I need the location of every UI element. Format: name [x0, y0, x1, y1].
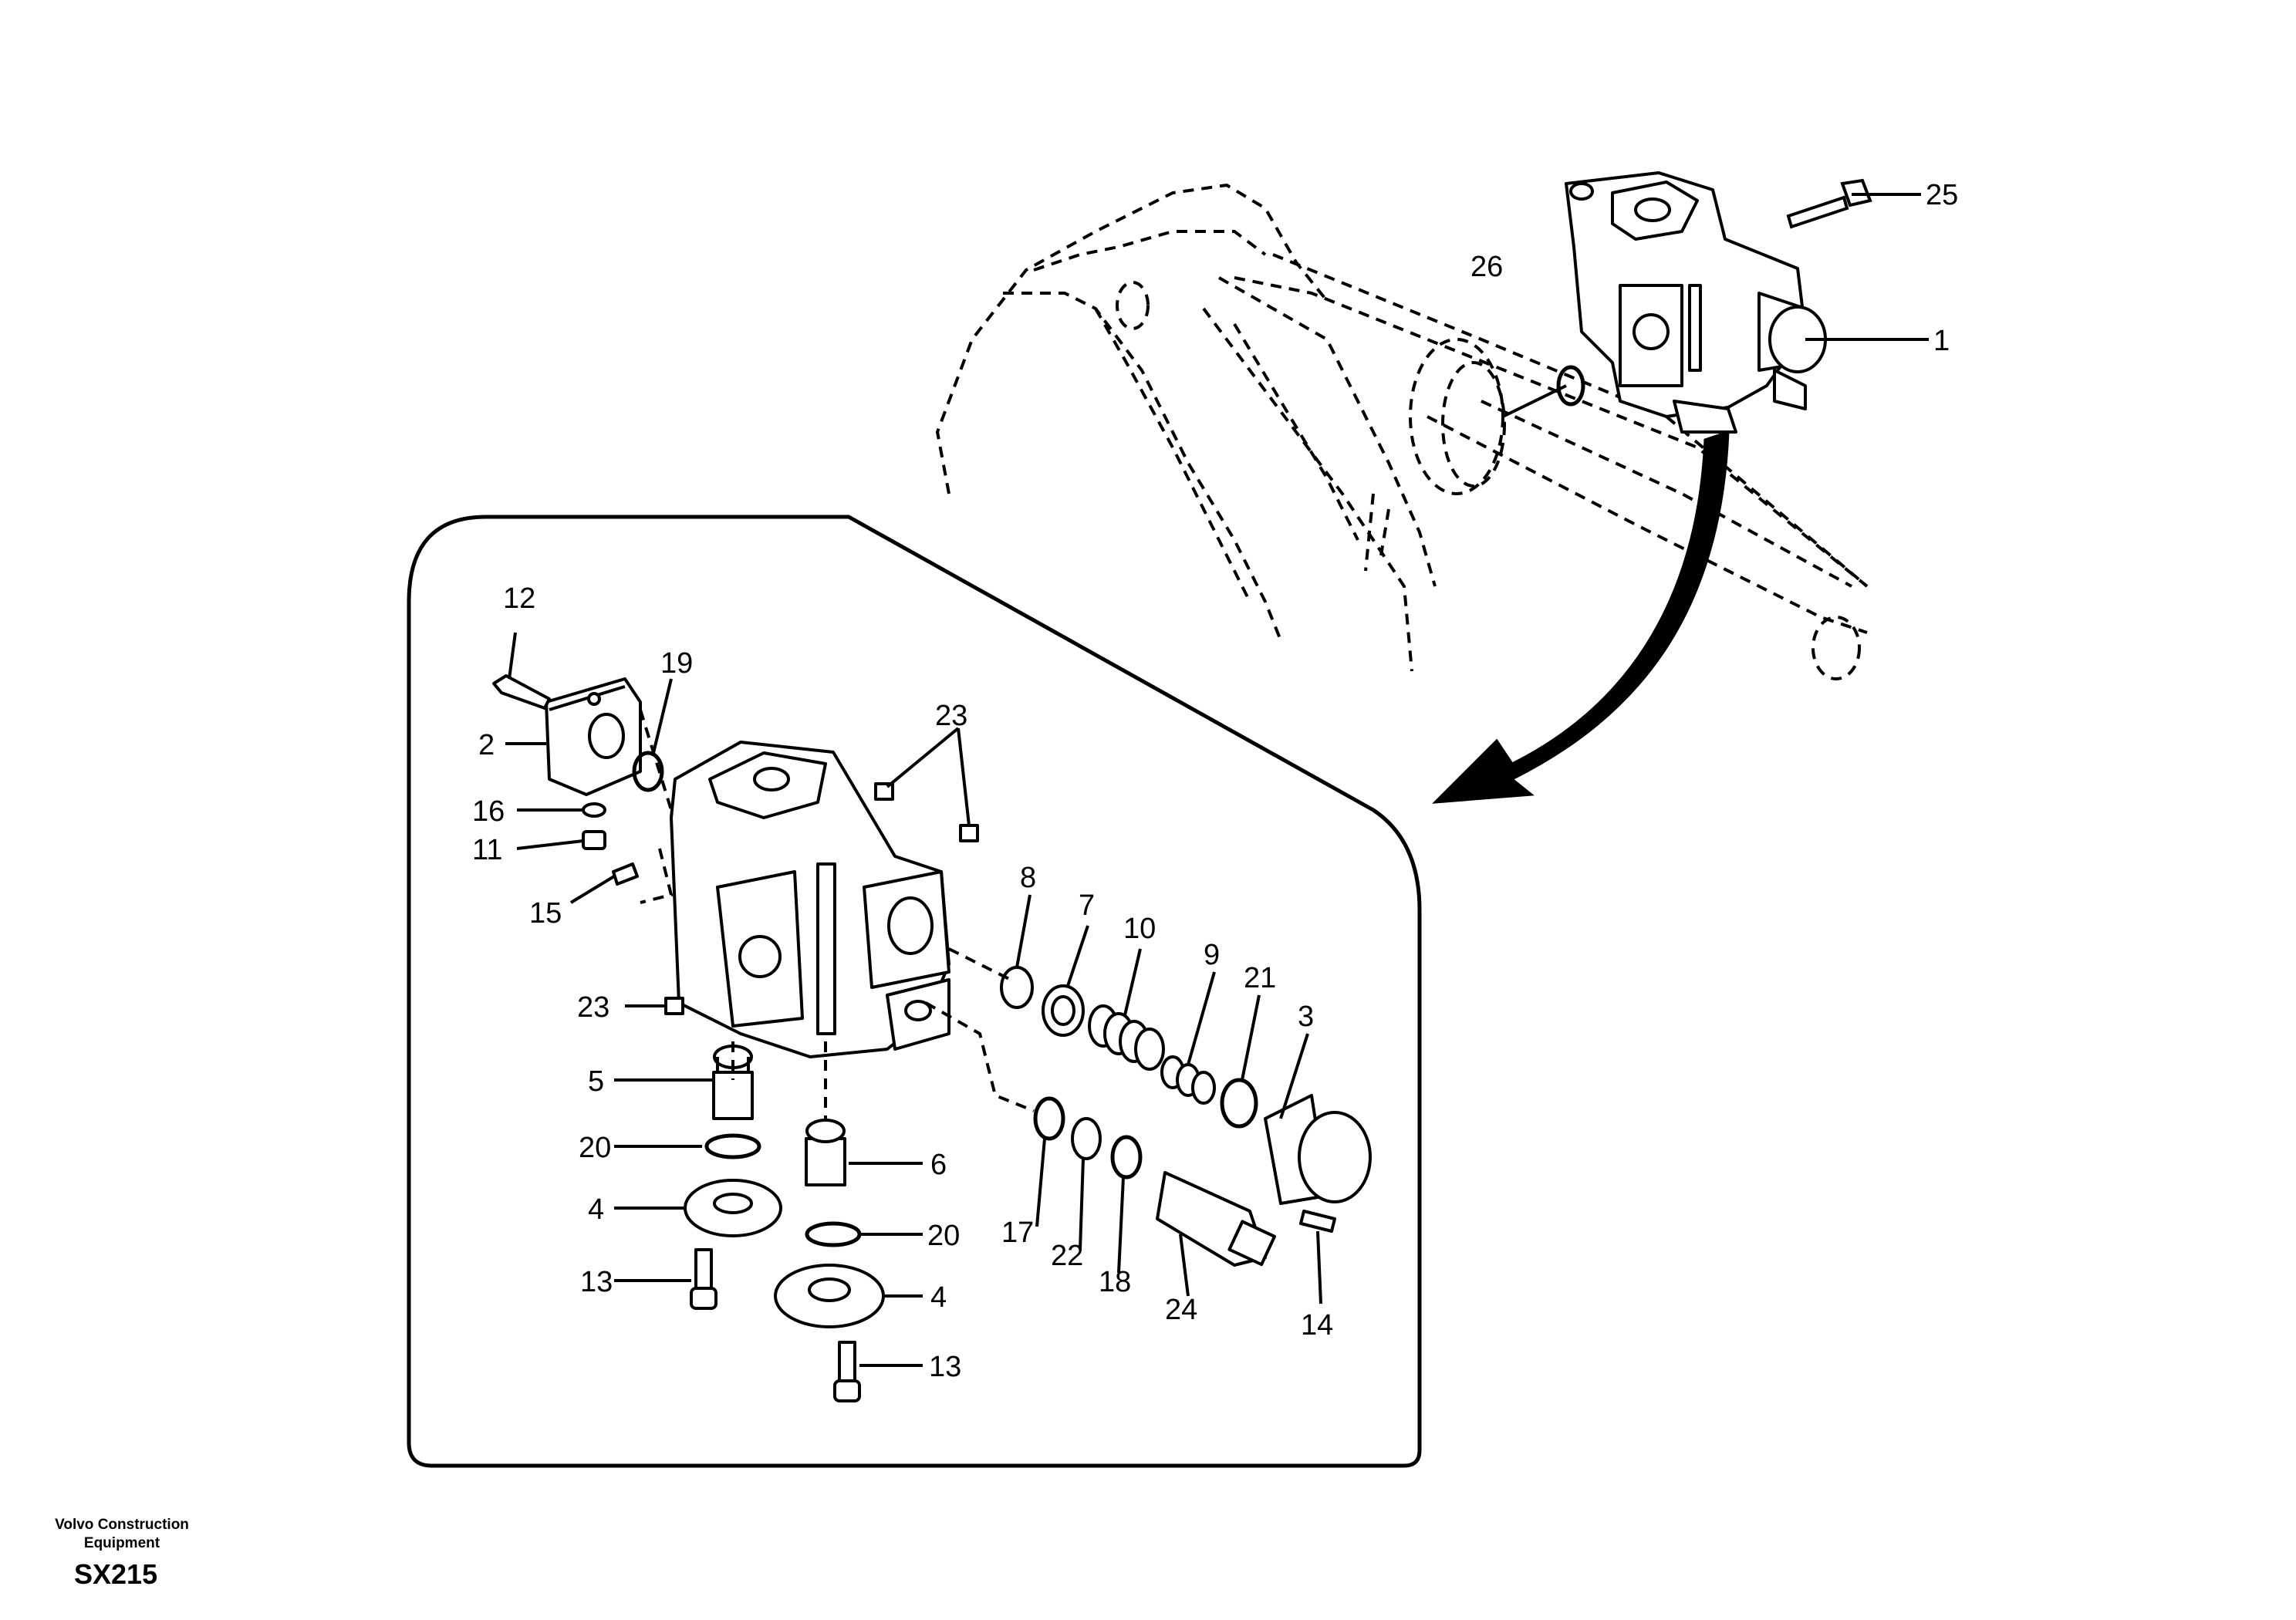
- machine-context-outline: [935, 183, 1869, 680]
- callout-19: 19: [660, 647, 693, 680]
- detail-frame: [407, 515, 1422, 1468]
- part-23-plug-b: [959, 824, 979, 842]
- callout-9: 9: [1204, 939, 1220, 971]
- callout-2: 2: [478, 729, 495, 761]
- callout-11: 11: [472, 834, 502, 866]
- callout-14: 14: [1301, 1309, 1333, 1342]
- callout-13-left: 13: [580, 1266, 613, 1298]
- detail-arrow: [1432, 430, 1730, 804]
- callout-17: 17: [1001, 1217, 1034, 1249]
- part-5-piston: [712, 1071, 754, 1120]
- leader-lines: [505, 193, 1929, 1367]
- part-18-ring: [1110, 1135, 1143, 1180]
- part-10-spring: [1088, 1004, 1165, 1071]
- callout-23-top: 23: [935, 700, 967, 732]
- callout-4-left: 4: [588, 1193, 604, 1226]
- callout-6: 6: [930, 1149, 947, 1181]
- callout-15: 15: [529, 897, 562, 930]
- callout-1: 1: [1933, 325, 1950, 357]
- part-15-screw: [612, 862, 639, 886]
- callout-25: 25: [1926, 179, 1958, 211]
- part-17-ring: [1033, 1096, 1065, 1141]
- callout-10: 10: [1123, 913, 1156, 945]
- part-6-piston: [805, 1137, 846, 1186]
- callout-16: 16: [472, 795, 505, 828]
- part-13-screw-a: [694, 1248, 713, 1290]
- footer-company-line1: Volvo Construction: [55, 1517, 189, 1533]
- callout-24: 24: [1165, 1294, 1197, 1326]
- exploded-parts: [492, 674, 1372, 1402]
- callout-4-right: 4: [930, 1281, 947, 1314]
- part-14-screw: [1299, 1210, 1336, 1233]
- part-11-plug: [582, 830, 606, 850]
- callout-8: 8: [1020, 862, 1036, 894]
- pump-assembly-installed: [1565, 171, 1827, 434]
- part-9-spring: [1160, 1055, 1216, 1105]
- figure-code: SX215: [74, 1558, 158, 1590]
- part-8-spool: [1000, 966, 1034, 1009]
- callout-12: 12: [503, 582, 535, 615]
- callout-20-right: 20: [927, 1220, 960, 1252]
- callout-26: 26: [1470, 251, 1503, 283]
- callout-20-left: 20: [579, 1132, 611, 1164]
- assembly-dash-lines: [639, 709, 1035, 1119]
- callout-labels: 25 26 1 12 19 2 23 16 11 15 8 7 10 9 21 …: [472, 179, 1958, 1383]
- callout-23-left: 23: [577, 991, 609, 1024]
- part-20-o-ring-b: [805, 1221, 862, 1247]
- part-19-o-ring: [632, 751, 664, 792]
- part-20-o-ring-a: [704, 1133, 761, 1159]
- part-13-screw-b: [838, 1341, 856, 1382]
- footer-company-line2: Equipment: [83, 1535, 160, 1551]
- part-22-ring: [1071, 1117, 1102, 1160]
- part-21-o-ring: [1220, 1078, 1258, 1129]
- part-16-washer: [582, 802, 606, 818]
- part-23-plug-c: [664, 997, 684, 1015]
- callout-22: 22: [1051, 1240, 1083, 1272]
- callout-13-right: 13: [929, 1351, 961, 1383]
- callout-21: 21: [1244, 962, 1276, 994]
- callout-3: 3: [1298, 1001, 1314, 1033]
- o-ring-26: [1556, 365, 1585, 407]
- callout-7: 7: [1079, 889, 1095, 922]
- bolt-25: [1786, 178, 1872, 229]
- part-12-bolt: [492, 674, 551, 710]
- callout-5: 5: [588, 1065, 604, 1098]
- callout-18: 18: [1099, 1266, 1131, 1298]
